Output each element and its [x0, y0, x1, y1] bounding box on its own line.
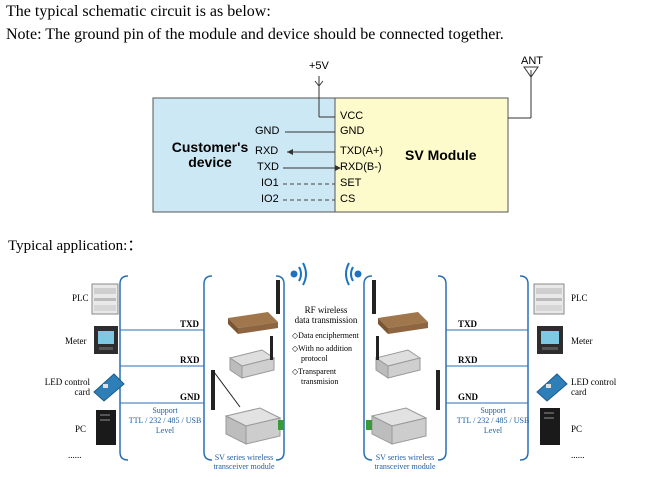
schematic-wires — [152, 66, 539, 213]
left-label-pc: PC — [75, 424, 87, 434]
right-signal-gnd: GND — [458, 392, 478, 402]
left-label-more: ...... — [68, 450, 82, 460]
right-device-bracket — [519, 275, 529, 461]
right-signal-txd: TXD — [458, 319, 478, 329]
rf-module-icon-right-2 — [374, 336, 422, 379]
led-control-card-icon-left — [93, 373, 125, 402]
rf-transmission-title: RF wireless data transmission — [294, 305, 358, 325]
module-pin-set: SET — [340, 177, 362, 189]
rf-module-icon-left-1 — [228, 280, 280, 334]
feature-list: ◇Data encipherment ◇With no addition pro… — [292, 331, 372, 387]
meter-device-icon-left — [94, 326, 118, 354]
application-heading: Typical application:： — [8, 238, 143, 254]
feature-item: ◇Transparent transmision — [292, 367, 339, 386]
module-pin-vcc: VCC — [340, 110, 364, 122]
left-device-bracket — [119, 275, 129, 461]
module-pin-rxd: RXD(B-) — [340, 161, 382, 173]
feature-item: ◇Data encipherment — [292, 331, 359, 340]
right-label-led-card: LED control card — [571, 377, 617, 397]
diamond-bullet-icon: ◇ — [292, 331, 299, 340]
left-transceiver-caption: SV series wireless transceiver module — [213, 453, 275, 471]
antenna-label: ANT — [521, 55, 543, 67]
diamond-bullet-icon: ◇ — [292, 367, 299, 376]
left-label-plc: PLC — [72, 293, 89, 303]
right-signal-rxd: RXD — [458, 355, 478, 365]
supply-label: +5V — [309, 60, 329, 72]
module-pin-gnd: GND — [340, 125, 365, 137]
wireless-signal-icon-right — [345, 262, 362, 286]
customer-device-box — [152, 97, 336, 213]
sv-module-title: SV Module — [405, 147, 477, 163]
feature-item: ◇With no addition protocol — [292, 344, 353, 363]
customer-pin-io1: IO1 — [261, 177, 279, 189]
right-transceiver-caption: SV series wireless transceiver module — [374, 453, 436, 471]
pc-device-icon-right — [540, 408, 560, 445]
plc-device-icon-right — [533, 283, 565, 315]
pc-device-icon-left — [96, 410, 116, 445]
right-label-more: ...... — [571, 450, 585, 460]
led-control-card-icon-right — [536, 373, 568, 402]
customer-pin-rxd: RXD — [255, 145, 279, 157]
right-label-pc: PC — [571, 424, 583, 434]
plc-device-icon-left — [91, 283, 119, 315]
rf-module-icon-right-1 — [372, 280, 428, 334]
antenna-icon — [523, 66, 539, 78]
module-pin-txd: TXD(A+) — [340, 145, 384, 157]
left-label-led-card: LED control card — [44, 377, 90, 397]
module-pin-cs: CS — [340, 193, 356, 205]
left-label-meter: Meter — [65, 336, 87, 346]
right-support-text: Support TTL / 232 / 485 / USB Level — [456, 406, 530, 435]
diamond-bullet-icon: ◇ — [292, 344, 299, 353]
customer-pin-txd: TXD — [257, 161, 279, 173]
left-support-text: Support TTL / 232 / 485 / USB Level — [128, 406, 202, 435]
intro-note: Note: The ground pin of the module and d… — [6, 26, 504, 43]
rf-module-icon-left-2 — [228, 336, 276, 379]
right-label-meter: Meter — [571, 336, 593, 346]
rf-module-icon-left-3 — [211, 370, 284, 445]
sv-module-box — [334, 97, 509, 213]
left-signal-gnd: GND — [180, 392, 200, 402]
left-signal-rxd: RXD — [180, 355, 200, 365]
customer-pin-io2: IO2 — [261, 193, 279, 205]
left-signal-txd: TXD — [180, 319, 200, 329]
wireless-signal-icon-left — [290, 262, 307, 286]
rf-module-icon-right-3 — [366, 370, 440, 445]
right-label-plc: PLC — [571, 293, 588, 303]
customer-device-title: Customer's device — [171, 139, 249, 170]
intro-line-1: The typical schematic circuit is as belo… — [6, 3, 271, 20]
meter-device-icon-right — [537, 326, 563, 354]
customer-pin-gnd: GND — [255, 125, 280, 137]
